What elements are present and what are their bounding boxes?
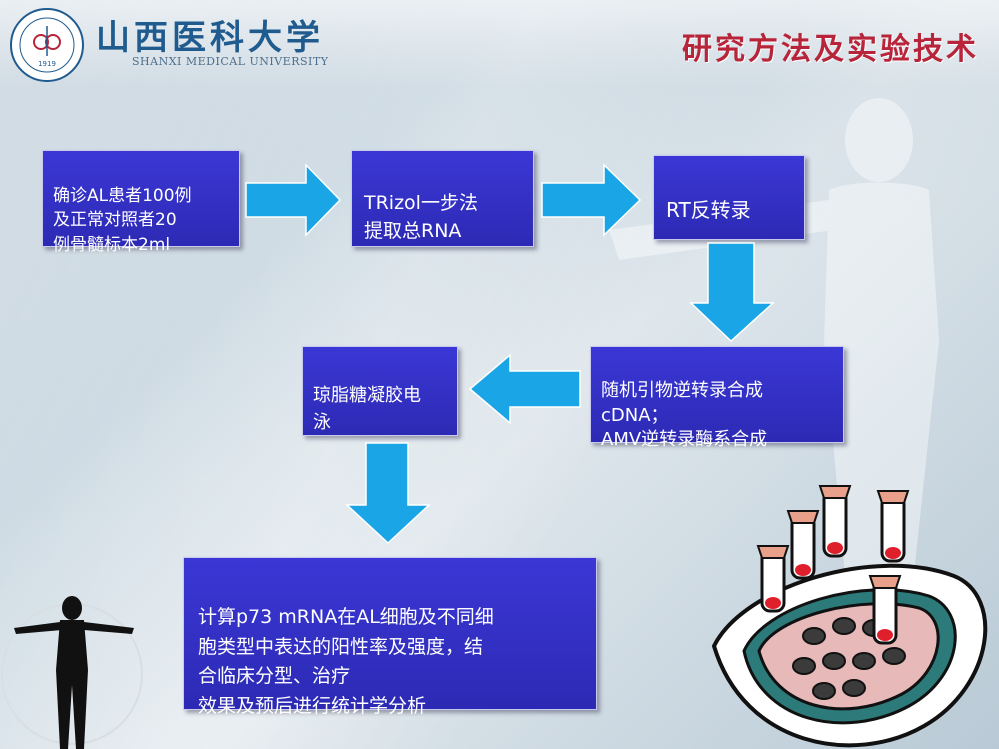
flow-step-4-text: 随机引物逆转录合成 cDNA； AMV逆转录酶系合成 [601,380,768,450]
right-arrow-icon [245,163,342,237]
flow-step-4-box: 随机引物逆转录合成 cDNA； AMV逆转录酶系合成 [590,346,844,450]
flow-step-1-box: 确诊AL患者100例 及正常对照者20 例骨髓标本2ml [42,150,240,255]
svg-text:1919: 1919 [38,60,56,68]
slide-title: 研究方法及实验技术 [682,32,979,67]
test-tubes-illustration-icon [711,485,988,748]
flow-step-2-box: TRizol一步法 提取总RNA [351,150,534,247]
flow-step-6-box: 计算p73 mRNA在AL细胞及不同细 胞类型中表达的阳性率及强度，结 合临床分… [183,557,597,717]
flow-step-6-text: 计算p73 mRNA在AL细胞及不同细 胞类型中表达的阳性率及强度，结 合临床分… [198,606,494,717]
flow-step-5-text: 琼脂糖凝胶电 泳 [313,385,421,433]
down-arrow-icon [345,442,431,545]
flow-step-3-box: RT反转录 [653,155,805,240]
university-logo-icon: 1919 [10,8,84,82]
flow-step-1-text: 确诊AL患者100例 及正常对照者20 例骨髓标本2ml [53,185,192,255]
left-arrow-icon [468,353,581,425]
university-name-en: SHANXI MEDICAL UNIVERSITY [132,55,329,68]
right-arrow-icon [541,163,642,237]
flow-step-5-box: 琼脂糖凝胶电 泳 [302,346,458,436]
flow-step-2-text: TRizol一步法 提取总RNA [364,191,478,243]
flow-step-3-text: RT反转录 [666,198,751,222]
human-figure-icon [1,596,143,749]
down-arrow-icon [689,242,775,343]
header-band [0,0,999,88]
university-name-cn: 山西医科大学 [96,18,324,58]
